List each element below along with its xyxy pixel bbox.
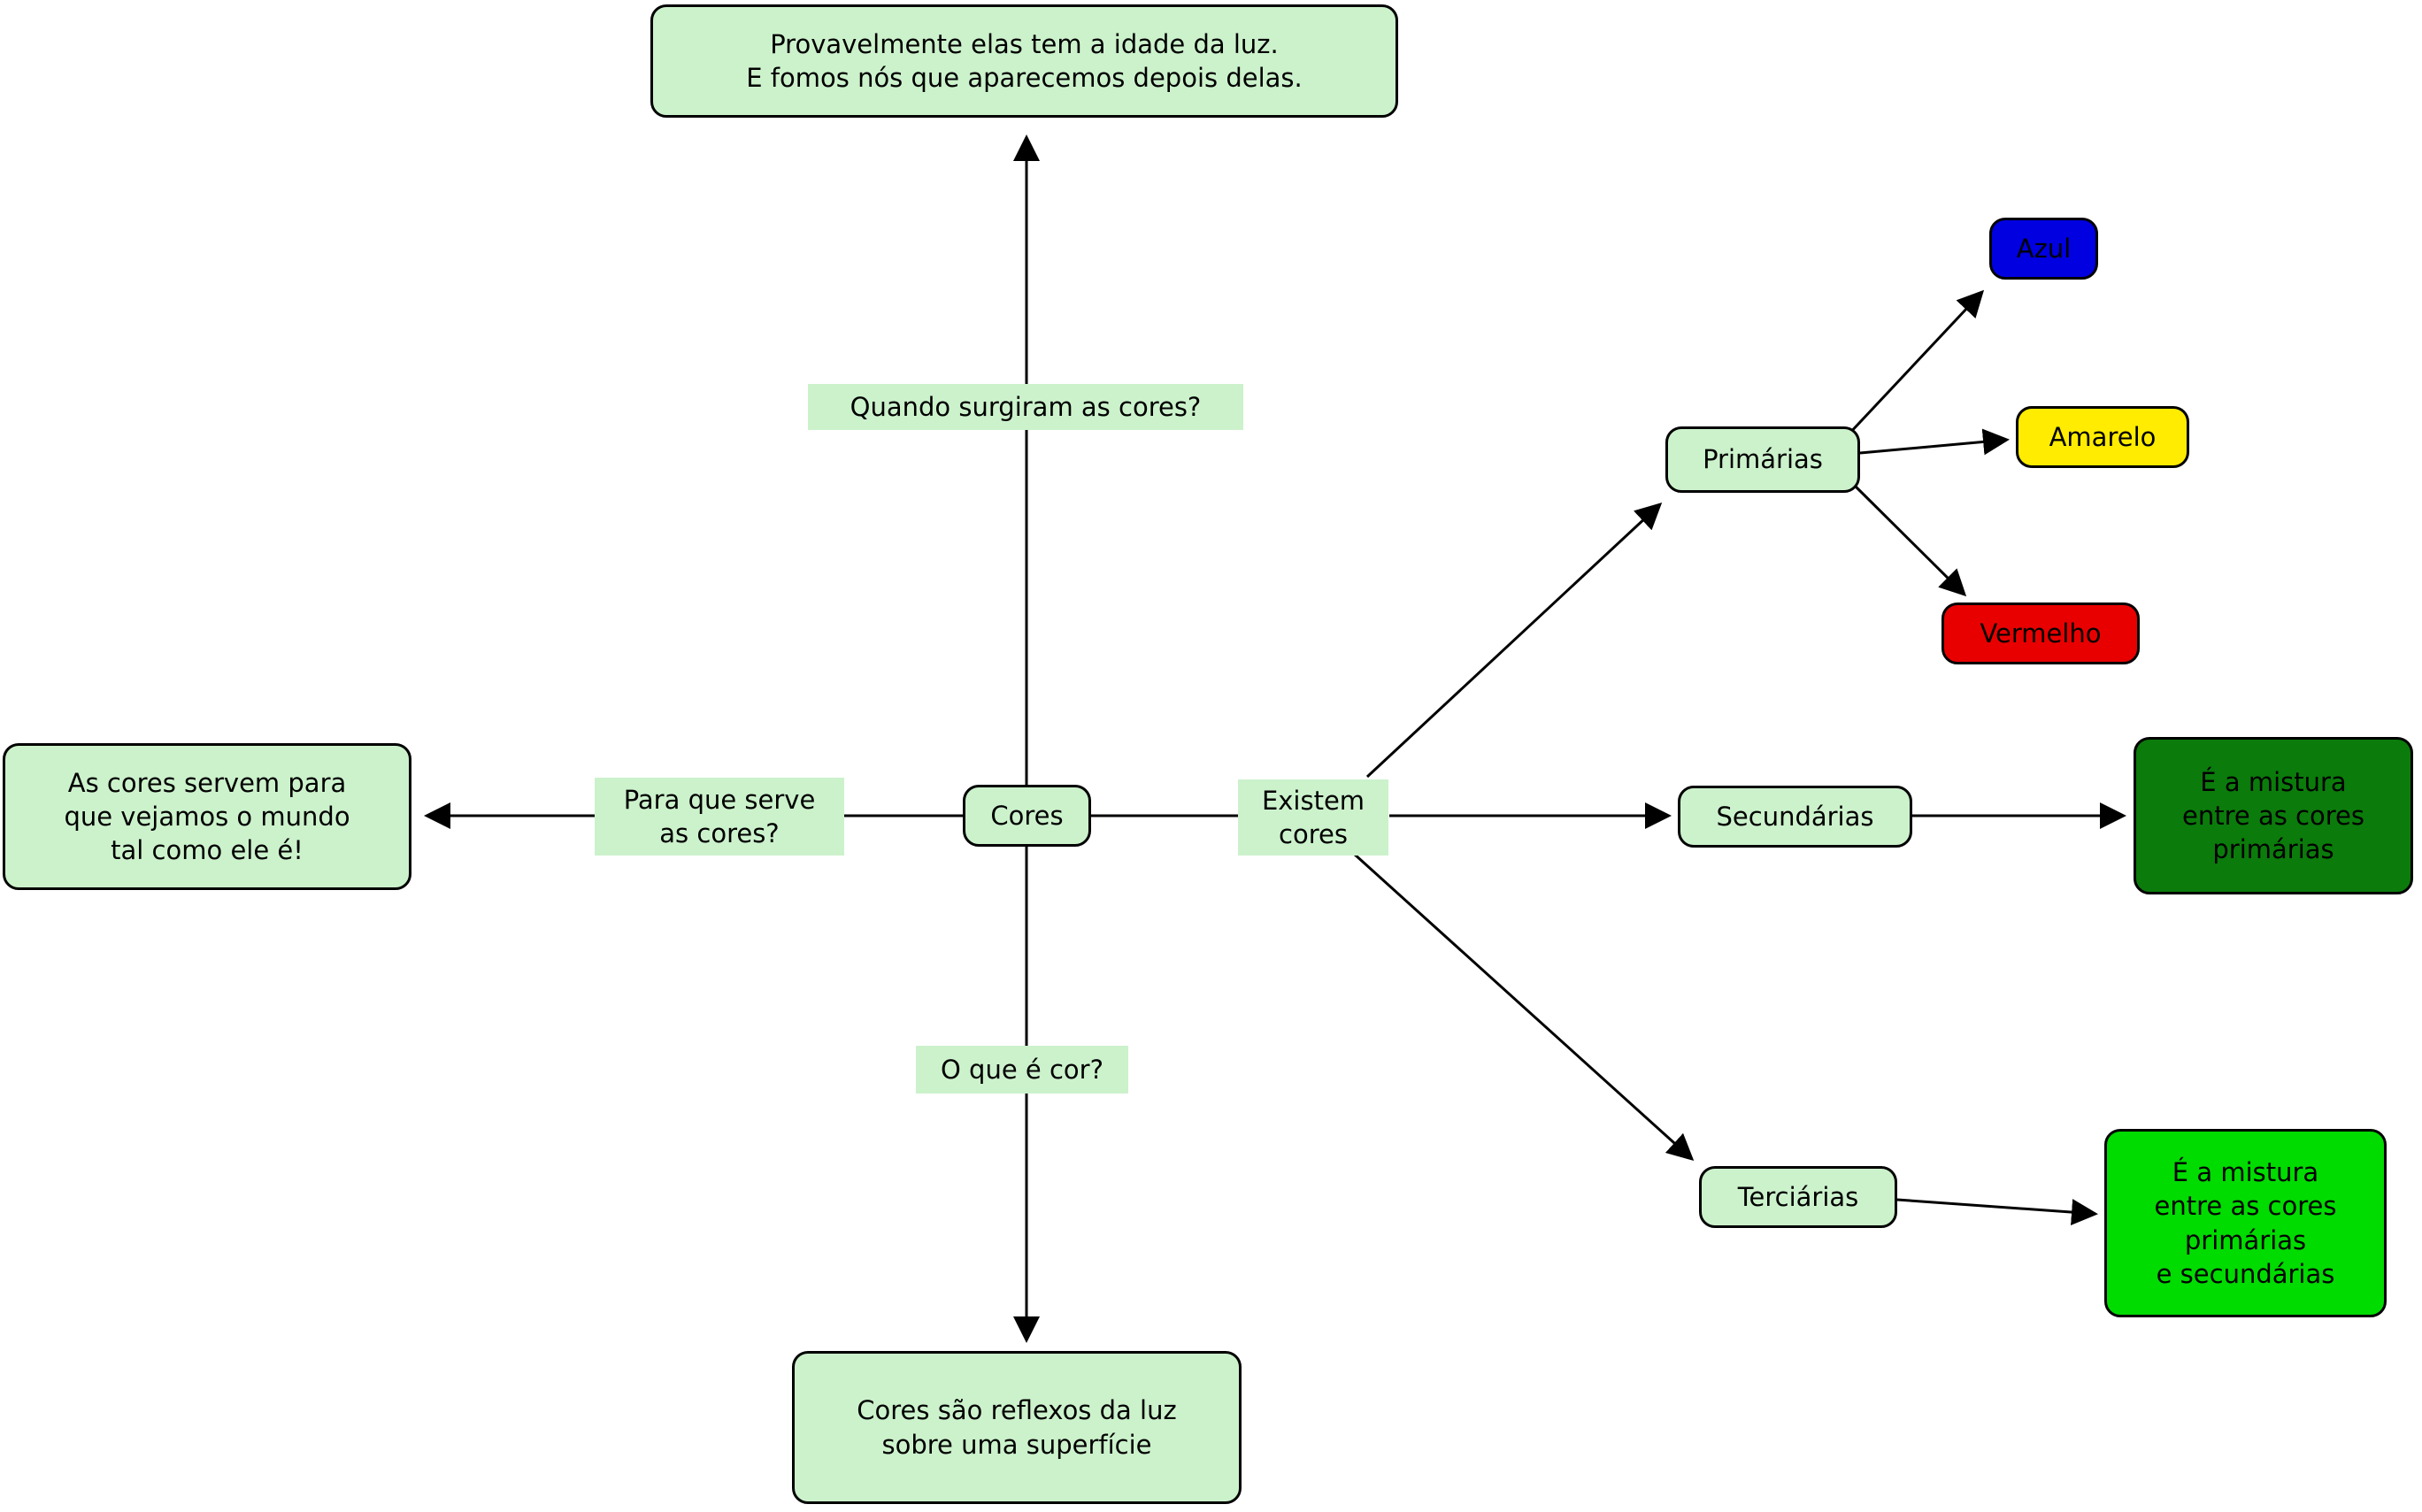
connector-existem-to-terciarias bbox=[1352, 852, 1695, 1162]
color-node-azul[interactable]: Azul bbox=[1989, 218, 2098, 280]
concept-node-idade-da-luz[interactable]: Provavelmente elas tem a idade da luz. E… bbox=[650, 4, 1398, 118]
concept-node-mistura-primarias[interactable]: É a mistura entre as cores primárias bbox=[2134, 737, 2413, 894]
concept-node-reflexos[interactable]: Cores são reflexos da luz sobre uma supe… bbox=[792, 1351, 1242, 1504]
connector-primarias-to-azul bbox=[1846, 289, 1985, 437]
connector-existem-to-primarias bbox=[1365, 502, 1663, 779]
concept-node-terciarias[interactable]: Terciárias bbox=[1699, 1166, 1897, 1228]
connector-terciarias-to-mistura bbox=[1896, 1198, 2098, 1226]
concept-node-cores[interactable]: Cores bbox=[963, 785, 1091, 847]
linking-phrase-para-que-serve[interactable]: Para que serve as cores? bbox=[595, 778, 844, 856]
connector-primarias-to-amarelo bbox=[1859, 428, 2010, 456]
color-node-amarelo[interactable]: Amarelo bbox=[2016, 406, 2189, 468]
concept-node-primarias[interactable]: Primárias bbox=[1665, 426, 1860, 493]
concept-node-servem-para[interactable]: As cores servem para que vejamos o mundo… bbox=[3, 743, 411, 890]
connector-primarias-to-vermelho bbox=[1849, 480, 1967, 597]
linking-phrase-o-que-e-cor[interactable]: O que é cor? bbox=[916, 1046, 1128, 1094]
linking-phrase-quando-surgiram[interactable]: Quando surgiram as cores? bbox=[808, 384, 1243, 430]
concept-node-secundarias[interactable]: Secundárias bbox=[1678, 786, 1912, 848]
color-node-vermelho[interactable]: Vermelho bbox=[1941, 602, 2140, 664]
concept-node-mistura-primarias-secundarias[interactable]: É a mistura entre as cores primárias e s… bbox=[2104, 1129, 2387, 1317]
linking-phrase-existem-cores[interactable]: Existem cores bbox=[1238, 779, 1388, 856]
